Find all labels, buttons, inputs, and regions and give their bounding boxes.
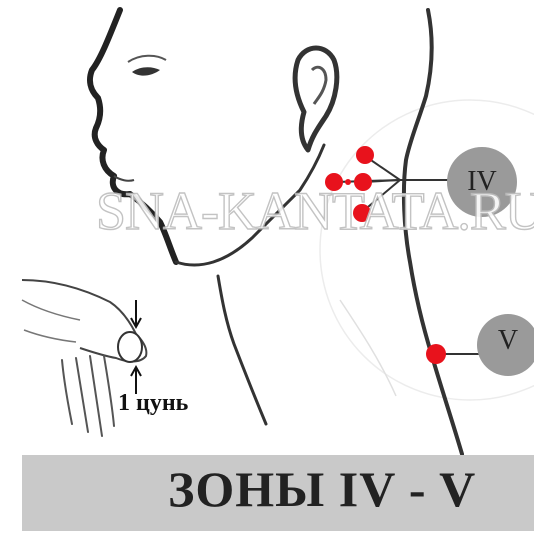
thumb-joint-ellipse <box>118 332 142 362</box>
zone-iv-label: IV <box>447 166 517 198</box>
hand-palm-lines <box>22 300 80 342</box>
neck-front-line <box>218 276 266 424</box>
cun-top-arrow-icon <box>131 300 141 327</box>
ear-inner-line <box>312 67 326 104</box>
caption-title: ЗОНЫ IV - V <box>168 460 476 518</box>
zone-v-point <box>426 344 446 364</box>
eyebrow-line <box>128 56 166 62</box>
zone-v-label: V <box>482 325 534 357</box>
eye-shape <box>132 67 160 75</box>
cun-measure-label: 1 цунь <box>118 390 188 417</box>
zone-iv-point <box>356 146 374 164</box>
hand-fingers-lines <box>62 356 114 436</box>
shoulder-faint-line <box>340 300 396 396</box>
